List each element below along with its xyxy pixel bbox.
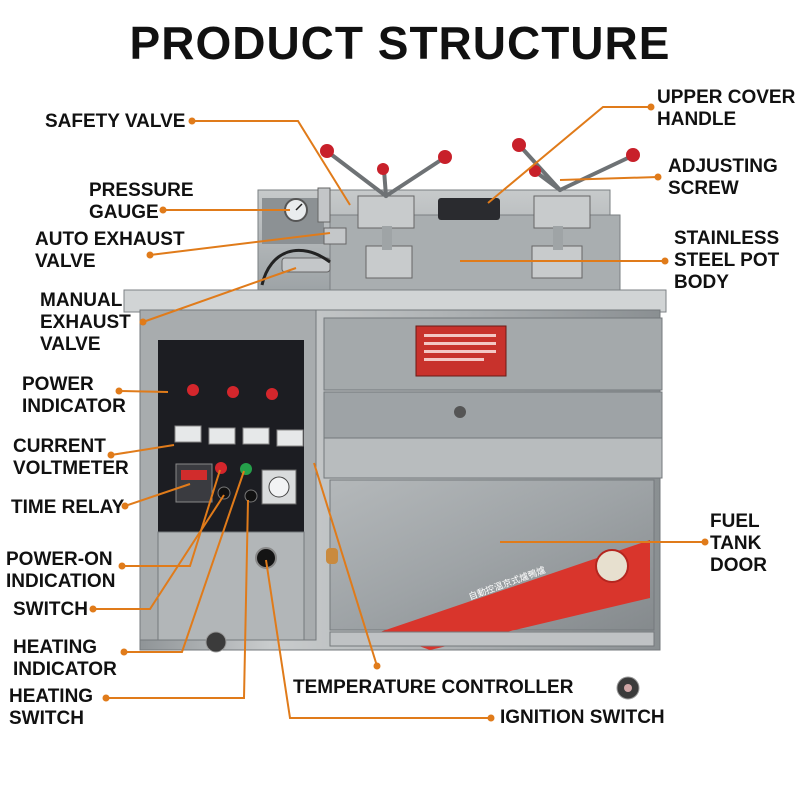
clamp-right-top: [533, 195, 591, 229]
auto-exhaust-valve: [323, 227, 347, 245]
upper-cover-handle-grip: [438, 198, 500, 220]
label-fuel-tank-door: FUEL TANK DOOR: [710, 511, 767, 576]
label-adjusting-screw: ADJUSTING SCREW: [668, 156, 778, 199]
ignition-switch: [255, 547, 277, 569]
leader-heating-switch: [106, 499, 249, 699]
leader-heating-indicator: [124, 470, 245, 653]
clamp-left-bottom: [365, 245, 413, 279]
leader-power-on-indication: [122, 469, 221, 567]
label-manual-exhaust-valve: MANUAL EXHAUST VALVE: [40, 290, 131, 355]
safety-valve-stem: [317, 187, 331, 223]
label-time-relay: TIME RELAY: [11, 497, 125, 518]
leader-adjusting-screw: [559, 176, 659, 181]
heating-switch-knob: [244, 489, 258, 503]
leader-current-voltmeter: [110, 444, 175, 456]
leader-manual-exhaust: [142, 267, 297, 323]
power-on-lamp: [215, 462, 227, 474]
power-switch: [217, 486, 231, 500]
leader-auto-exhaust: [149, 232, 331, 256]
knob-red: [529, 165, 541, 177]
leader-upper-cover-handle: [487, 106, 651, 204]
clamp-left-top: [357, 195, 415, 229]
label-heating-indicator: HEATING INDICATOR: [13, 637, 117, 680]
label-switch: SWITCH: [13, 599, 88, 620]
side-knob: [326, 548, 338, 564]
leader-power-indicator: [118, 390, 169, 393]
label-auto-exhaust-valve: AUTO EXHAUST VALVE: [35, 229, 185, 272]
indicator-lamps: [187, 384, 278, 400]
label-ignition-switch: IGNITION SWITCH: [500, 707, 665, 728]
current-voltmeter-meters: [174, 425, 304, 447]
leader-ignition-switch: [265, 559, 491, 719]
leader-switch: [93, 494, 225, 610]
page-title: PRODUCT STRUCTURE: [129, 17, 671, 69]
leader-temperature-controller: [313, 462, 378, 667]
leader-safety-valve: [192, 120, 351, 206]
label-pressure-gauge: PRESSURE GAUGE: [89, 180, 194, 223]
caster-left: [205, 631, 227, 653]
label-current-voltmeter: CURRENT VOLTMETER: [13, 436, 129, 479]
label-heating-switch: HEATING SWITCH: [9, 686, 94, 729]
knob-red: [512, 138, 526, 152]
label-safety-valve: SAFETY VALVE: [45, 111, 186, 132]
label-upper-cover-handle: UPPER COVER HANDLE: [657, 87, 796, 130]
knob-red: [377, 163, 389, 175]
label-stainless-steel-pot-body: STAINLESS STEEL POT BODY: [674, 228, 780, 293]
lower-cabinet: [157, 531, 305, 641]
base-rail: [329, 631, 655, 647]
drawer-lip: [323, 437, 663, 479]
label-temperature-controller: TEMPERATURE CONTROLLER: [293, 677, 574, 698]
knob-red: [438, 150, 452, 164]
leader-time-relay: [124, 483, 191, 507]
decal-banner: [380, 540, 650, 650]
label-power-on-indication: POWER-ON INDICATION: [6, 549, 116, 592]
knob-red: [626, 148, 640, 162]
drawer-panel: [323, 391, 663, 439]
knob-red: [320, 144, 334, 158]
decal-emblem: [595, 549, 629, 583]
label-power-indicator: POWER INDICATOR: [22, 374, 126, 417]
